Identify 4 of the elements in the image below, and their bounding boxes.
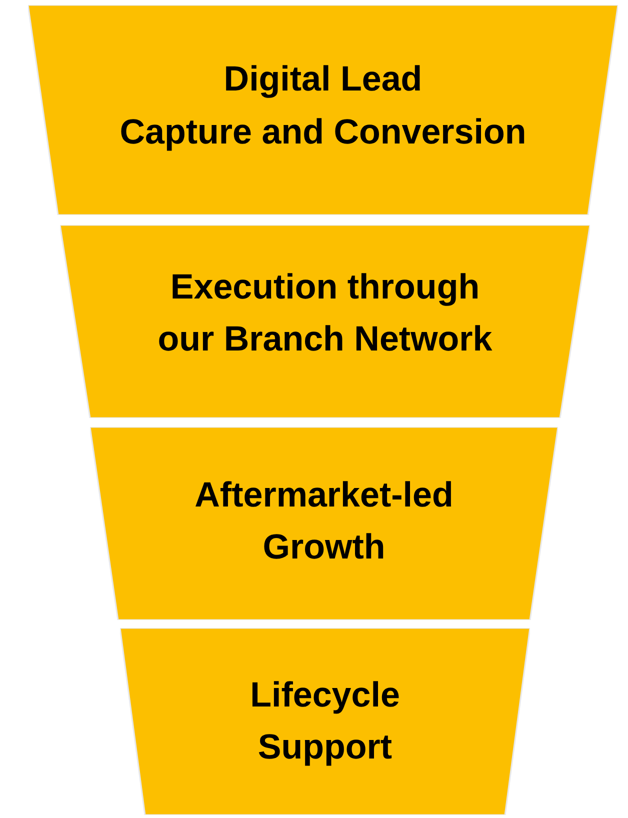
stage-label: Digital Lead Capture and Conversion xyxy=(120,58,526,153)
stage-label: Lifecycle Support xyxy=(250,674,400,768)
stage-label: Aftermarket-led Growth xyxy=(194,474,454,568)
stage-label: Execution through our Branch Network xyxy=(158,266,492,360)
